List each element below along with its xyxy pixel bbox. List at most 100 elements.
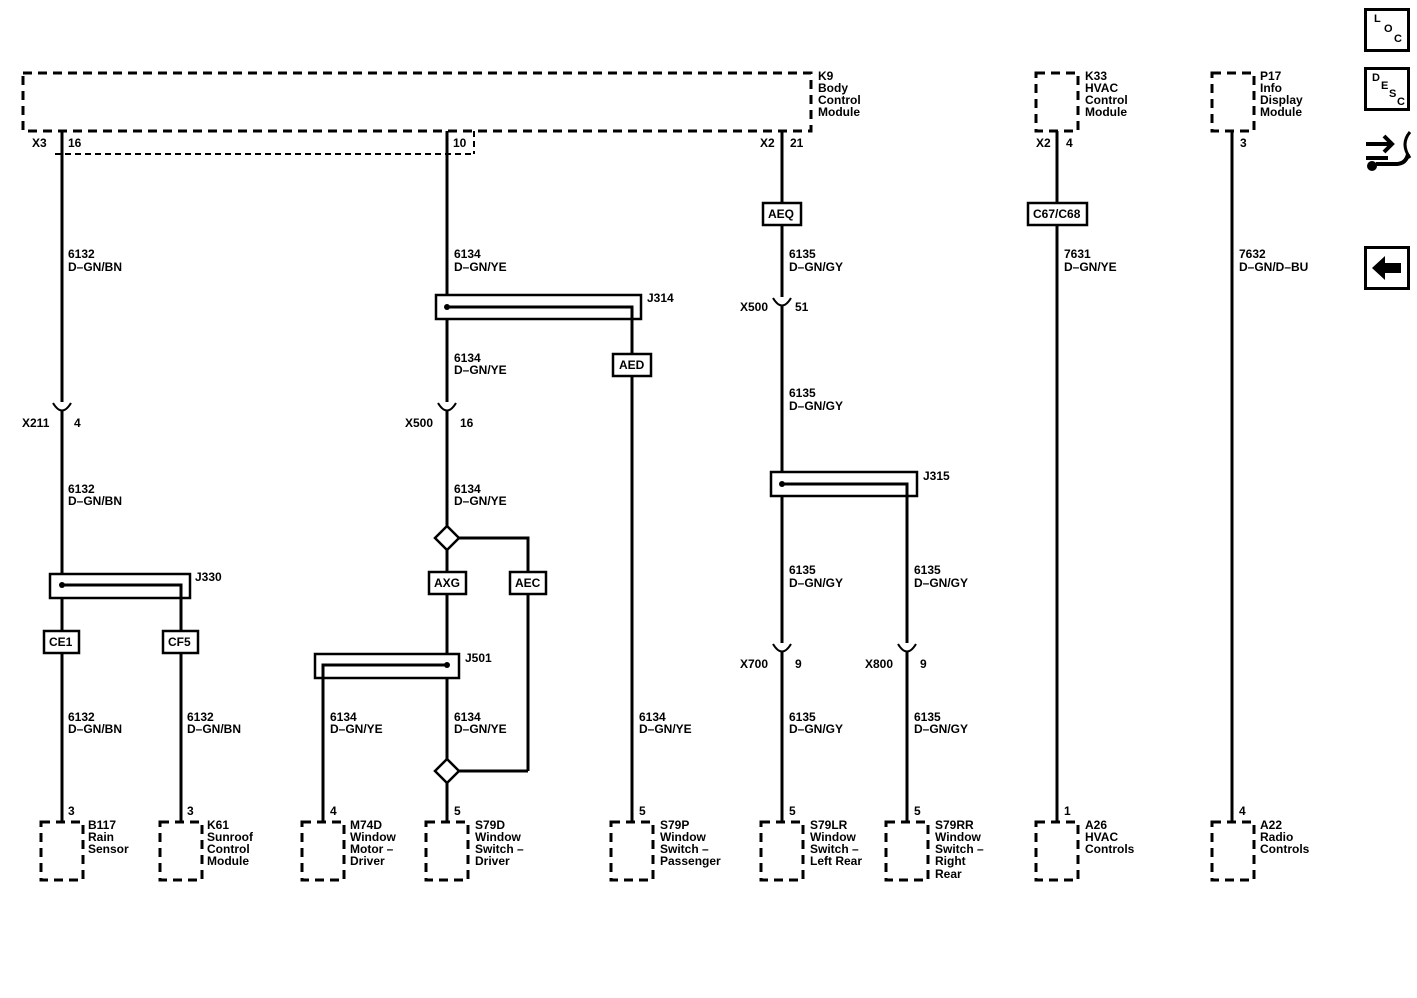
svg-text:Left Rear: Left Rear	[810, 854, 862, 868]
svg-text:6135: 6135	[789, 563, 816, 577]
svg-text:5: 5	[914, 804, 921, 818]
inline-connector-x211: X211 4	[22, 402, 81, 430]
back-button[interactable]	[1364, 246, 1410, 290]
svg-text:7631: 7631	[1064, 247, 1091, 261]
component-s79rr[interactable]: 5 S79RR Window Switch – Right Rear	[884, 804, 984, 882]
svg-text:6132: 6132	[187, 710, 214, 724]
svg-text:Driver: Driver	[350, 854, 385, 868]
svg-text:6132: 6132	[68, 247, 95, 261]
svg-text:X2: X2	[760, 136, 775, 150]
component-m74d[interactable]: 4 M74D Window Motor – Driver	[300, 804, 397, 882]
connector-tag-aec: AEC	[508, 570, 548, 596]
svg-text:Control: Control	[818, 93, 861, 107]
inline-connector-x700: X700 9	[740, 643, 802, 671]
svg-text:Motor –: Motor –	[350, 842, 394, 856]
svg-text:Switch –: Switch –	[660, 842, 709, 856]
svg-text:7632: 7632	[1239, 247, 1266, 261]
module-k33[interactable]: K33 HVAC Control Module X2 4	[1034, 69, 1128, 150]
description-button[interactable]: D E S C	[1364, 67, 1410, 111]
svg-text:Radio: Radio	[1260, 830, 1293, 844]
svg-text:6135: 6135	[789, 710, 816, 724]
svg-text:Display: Display	[1260, 93, 1303, 107]
svg-text:J315: J315	[923, 469, 950, 483]
svg-text:Window: Window	[350, 830, 397, 844]
svg-text:D–GN/GY: D–GN/GY	[789, 399, 843, 413]
svg-text:4: 4	[1239, 804, 1246, 818]
svg-text:6134: 6134	[454, 247, 481, 261]
module-p17[interactable]: P17 Info Display Module 3	[1210, 69, 1303, 150]
svg-text:4: 4	[330, 804, 337, 818]
splice-j501: J501	[313, 651, 492, 822]
back-arrow-icon	[1372, 256, 1401, 280]
svg-text:D–GN/GY: D–GN/GY	[789, 722, 843, 736]
svg-text:AED: AED	[619, 358, 645, 372]
inline-connector-x800: X800 9	[865, 643, 927, 671]
connector-tag-axg: AXG	[427, 570, 468, 596]
svg-text:D–GN/BN: D–GN/BN	[68, 494, 122, 508]
svg-text:D–GN/YE: D–GN/YE	[1064, 260, 1117, 274]
svg-text:M74D: M74D	[350, 818, 382, 832]
svg-text:D–GN/YE: D–GN/YE	[454, 722, 507, 736]
circuit-7631: C67/C68 7631 D–GN/YE	[1026, 131, 1117, 822]
loc-letter: O	[1384, 23, 1393, 35]
circuit-6134: 6134 D–GN/YE J314 AED 6134 D–GN/YE X500 …	[313, 131, 692, 822]
svg-text:HVAC: HVAC	[1085, 830, 1118, 844]
component-a26[interactable]: 1 A26 HVAC Controls	[1034, 804, 1135, 882]
svg-text:21: 21	[790, 136, 804, 150]
svg-text:Window: Window	[810, 830, 857, 844]
loc-letter: L	[1374, 13, 1381, 25]
svg-text:J501: J501	[465, 651, 492, 665]
svg-text:D–GN/BN: D–GN/BN	[187, 722, 241, 736]
svg-text:4: 4	[74, 416, 81, 430]
svg-text:51: 51	[795, 300, 809, 314]
svg-text:D–GN/YE: D–GN/YE	[454, 260, 507, 274]
location-button[interactable]: L O C	[1364, 8, 1410, 52]
svg-text:Switch –: Switch –	[810, 842, 859, 856]
svg-text:Rain: Rain	[88, 830, 114, 844]
svg-text:X211: X211	[22, 416, 50, 430]
svg-text:X2: X2	[1036, 136, 1051, 150]
component-s79p[interactable]: 5 S79P Window Switch – Passenger	[609, 804, 721, 882]
svg-text:D–GN/BN: D–GN/BN	[68, 260, 122, 274]
connector-tag-c67-c68: C67/C68	[1026, 201, 1089, 227]
component-b117[interactable]: 3 B117 Rain Sensor	[39, 804, 129, 882]
circuit-6132: 6132 D–GN/BN X211 4 6132 D–GN/BN J330 CE…	[22, 131, 241, 822]
svg-text:Module: Module	[1085, 105, 1127, 119]
svg-text:Passenger: Passenger	[660, 854, 721, 868]
svg-text:Window: Window	[935, 830, 982, 844]
svg-text:D–GN/YE: D–GN/YE	[454, 363, 507, 377]
svg-text:X800: X800	[865, 657, 893, 671]
svg-text:J330: J330	[195, 570, 222, 584]
svg-text:D–GN/YE: D–GN/YE	[454, 494, 507, 508]
svg-text:6132: 6132	[68, 482, 95, 496]
svg-text:Driver: Driver	[475, 854, 510, 868]
svg-text:J314: J314	[647, 291, 674, 305]
svg-text:A22: A22	[1260, 818, 1282, 832]
svg-text:6132: 6132	[68, 710, 95, 724]
circuit-6135: AEQ 6135 D–GN/GY X500 51 6135 D–GN/GY J3…	[740, 131, 968, 822]
svg-text:Module: Module	[818, 105, 860, 119]
svg-text:D–GN/GY: D–GN/GY	[789, 576, 843, 590]
svg-text:AEQ: AEQ	[768, 207, 794, 221]
svg-text:6134: 6134	[330, 710, 357, 724]
connector-tag-ce1: CE1	[42, 629, 81, 655]
svg-text:D–GN/GY: D–GN/GY	[789, 260, 843, 274]
svg-text:3: 3	[187, 804, 194, 818]
component-s79lr[interactable]: 5 S79LR Window Switch – Left Rear	[759, 804, 862, 882]
connector-view-button[interactable]	[1362, 124, 1414, 176]
component-a22[interactable]: 4 A22 Radio Controls	[1210, 804, 1310, 882]
svg-text:Window: Window	[475, 830, 522, 844]
svg-text:X500: X500	[405, 416, 433, 430]
svg-text:D–GN/YE: D–GN/YE	[639, 722, 692, 736]
svg-text:Window: Window	[660, 830, 707, 844]
svg-text:5: 5	[639, 804, 646, 818]
svg-text:C67/C68: C67/C68	[1033, 207, 1081, 221]
module-k9[interactable]: K9 Body Control Module X3 16 10 X2 21	[21, 69, 861, 155]
inline-connector-x500-51: X500 51	[740, 297, 809, 318]
svg-text:Sunroof: Sunroof	[207, 830, 254, 844]
svg-text:X3: X3	[32, 136, 47, 150]
component-k61[interactable]: 3 K61 Sunroof Control Module	[158, 804, 254, 882]
svg-text:3: 3	[1240, 136, 1247, 150]
component-s79d[interactable]: 5 S79D Window Switch – Driver	[424, 804, 524, 882]
